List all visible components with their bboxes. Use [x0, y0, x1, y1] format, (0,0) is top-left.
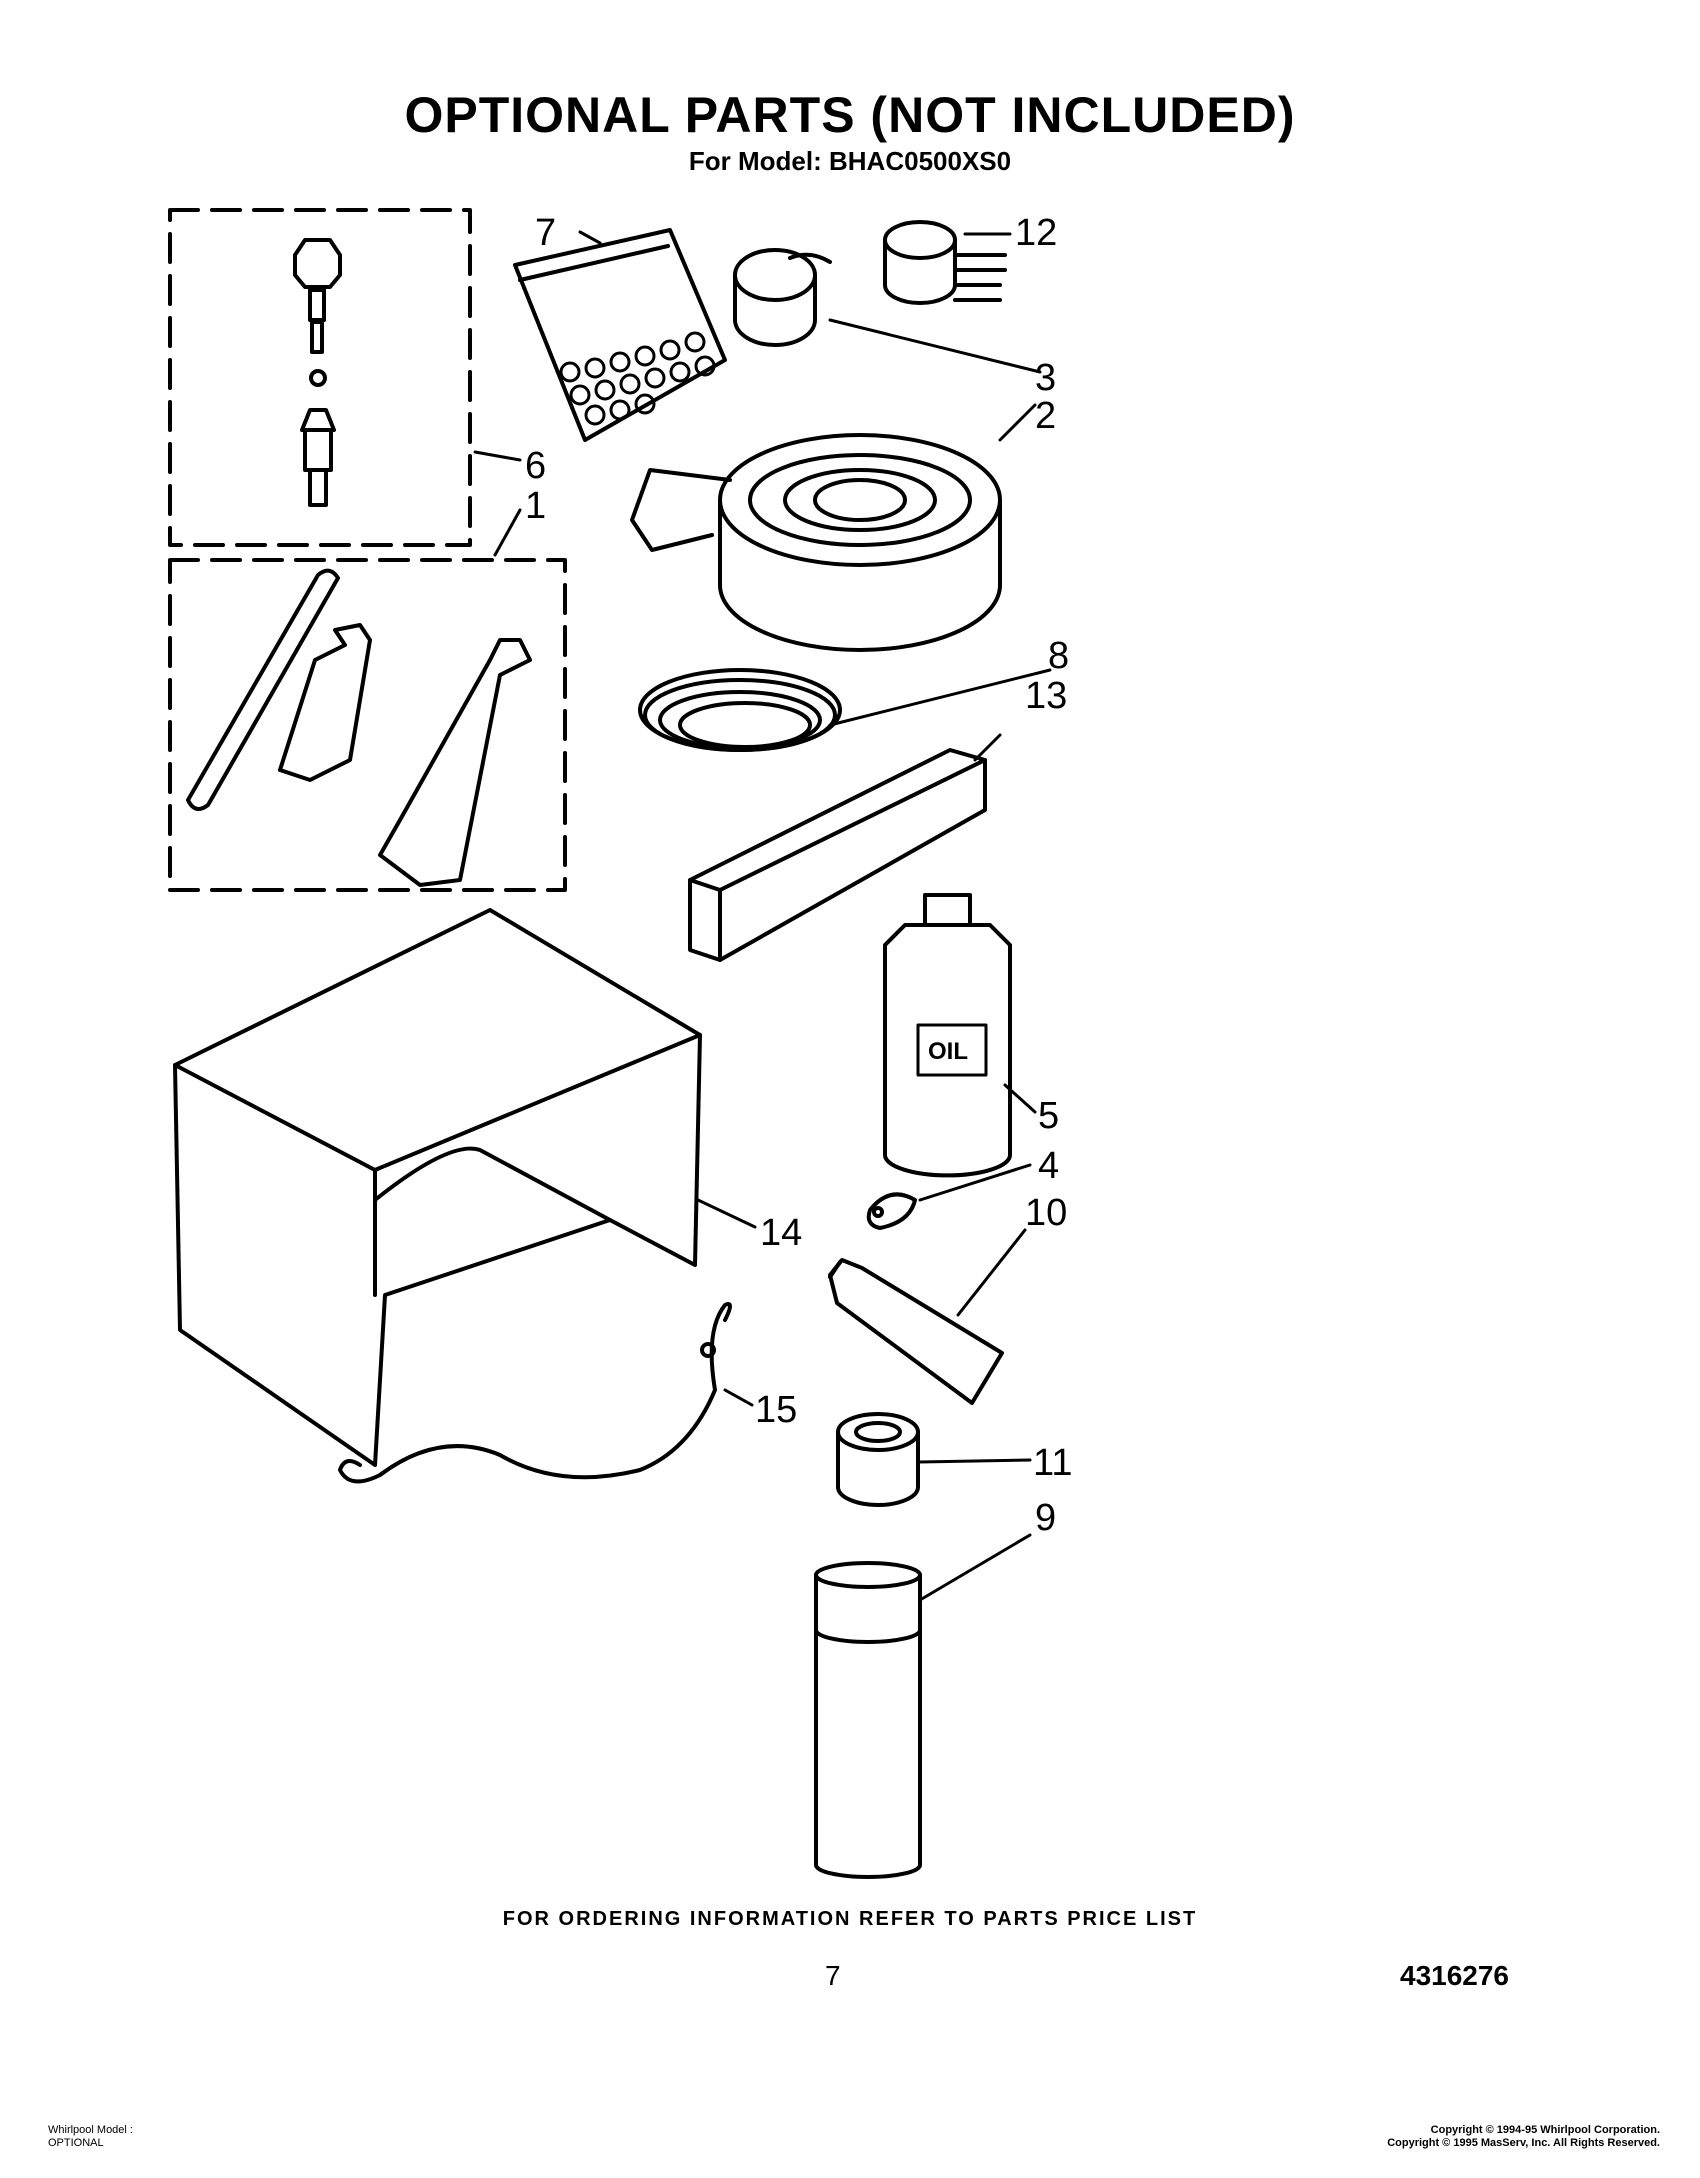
leader-lines	[473, 230, 1052, 1602]
page-number: 7	[825, 1960, 841, 1991]
bag-of-rings-drawing	[513, 228, 727, 442]
parts-diagram: OIL 7 12 3 2 6 1 8 13 5 4 10 14 15 11 9	[168, 208, 1072, 1879]
callout-12: 12	[1015, 212, 1057, 254]
tube-10-drawing	[828, 1258, 1004, 1405]
callout-1: 1	[525, 485, 546, 527]
callout-7: 7	[535, 212, 556, 254]
page-title: OPTIONAL PARTS (NOT INCLUDED)	[404, 87, 1296, 143]
callout-15: 15	[755, 1389, 797, 1431]
gasket-drawing	[866, 1192, 917, 1230]
document-number: 4316276	[1400, 1960, 1510, 1991]
tube-kit-drawing	[186, 568, 532, 887]
spray-can-drawing	[814, 1561, 922, 1879]
callout-10: 10	[1025, 1192, 1067, 1234]
callout-11: 11	[1033, 1442, 1072, 1484]
ordering-note: FOR ORDERING INFORMATION REFER TO PARTS …	[502, 1908, 1198, 1930]
callout-6: 6	[525, 445, 546, 487]
callout-3: 3	[1035, 357, 1056, 399]
callout-8: 8	[1048, 635, 1069, 677]
cover-drawing	[173, 908, 702, 1467]
large-tape-roll-drawing	[630, 433, 1002, 652]
cord-drawing	[338, 1302, 732, 1484]
footer-optional-line: OPTIONAL	[48, 2137, 104, 2149]
callout-5: 5	[1038, 1095, 1059, 1137]
callout-2: 2	[1035, 395, 1056, 437]
footer-model-line: Whirlpool Model :	[48, 2124, 133, 2136]
wire-coil-drawing	[638, 668, 842, 752]
tape-roll-12-drawing	[883, 220, 1007, 305]
model-subtitle: For Model: BHAC0500XS0	[688, 146, 1012, 176]
callout-13: 13	[1025, 675, 1067, 717]
oil-bottle-drawing	[883, 893, 1012, 1178]
callout-9: 9	[1035, 1497, 1056, 1539]
footer-left-block: Whirlpool Model : OPTIONAL	[48, 2124, 133, 2150]
roll-11-drawing	[836, 1412, 920, 1507]
footer-copyright-block: Copyright © 1994-95 Whirlpool Corporatio…	[1387, 2124, 1660, 2150]
valve-fitting-drawing	[293, 238, 342, 507]
bottle-label: OIL	[928, 1038, 968, 1065]
kit-6-box	[168, 208, 472, 547]
copyright-masserv: Copyright © 1995 MasServ, Inc. All Right…	[1387, 2137, 1660, 2149]
callout-4: 4	[1038, 1145, 1059, 1187]
small-tape-roll-drawing	[733, 248, 832, 347]
kit-1-box	[168, 558, 567, 892]
foam-strip-drawing	[688, 748, 987, 962]
callout-14: 14	[760, 1212, 802, 1254]
copyright-whirlpool: Copyright © 1994-95 Whirlpool Corporatio…	[1430, 2124, 1660, 2136]
